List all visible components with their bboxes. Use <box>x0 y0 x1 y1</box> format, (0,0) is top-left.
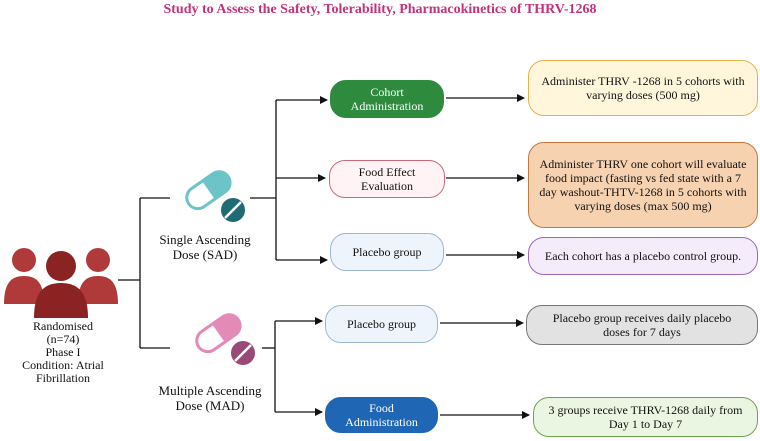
population-label: Randomised (n=74) Phase I Condition: Atr… <box>8 320 118 385</box>
sad-label-line2: Dose (SAD) <box>172 247 238 262</box>
page-title: Study to Assess the Safety, Tolerability… <box>163 2 597 17</box>
capsule-pill-icon <box>185 170 245 222</box>
desc-cohort-administration: Administer THRV -1268 in 5 cohorts with … <box>528 60 758 116</box>
desc-mad-placebo-group: Placebo group receives daily placebo dos… <box>526 305 758 345</box>
mad-label-line1: Multiple Ascending <box>158 383 262 398</box>
arm-sad-placebo-group: Placebo group <box>330 233 444 271</box>
desc-food-effect-evaluation: Administer THRV one cohort will evaluate… <box>528 142 758 228</box>
population-condition-line1: Condition: Atrial <box>22 358 104 372</box>
desc-sad-placebo-group: Each cohort has a placebo control group. <box>528 237 758 275</box>
population-phase: Phase I <box>45 345 81 359</box>
arm-food-administration: Food Administration <box>325 397 438 433</box>
mad-label: Multiple Ascending Dose (MAD) <box>138 383 282 413</box>
people-icon <box>4 248 118 318</box>
arm-mad-placebo-group: Placebo group <box>325 305 438 343</box>
sad-label-line1: Single Ascending <box>159 232 251 247</box>
mad-label-line2: Dose (MAD) <box>175 398 245 413</box>
population-condition-line2: Fibrillation <box>36 371 90 385</box>
population-count: (n=74) <box>46 332 80 346</box>
desc-food-administration: 3 groups receive THRV-1268 daily from Da… <box>533 397 758 437</box>
arm-cohort-administration: Cohort Administration <box>330 80 444 118</box>
arm-food-effect-evaluation: Food Effect Evaluation <box>329 160 445 198</box>
sad-label: Single Ascending Dose (SAD) <box>140 232 270 262</box>
capsule-pill-icon <box>195 313 255 365</box>
population-randomised: Randomised <box>33 319 93 333</box>
